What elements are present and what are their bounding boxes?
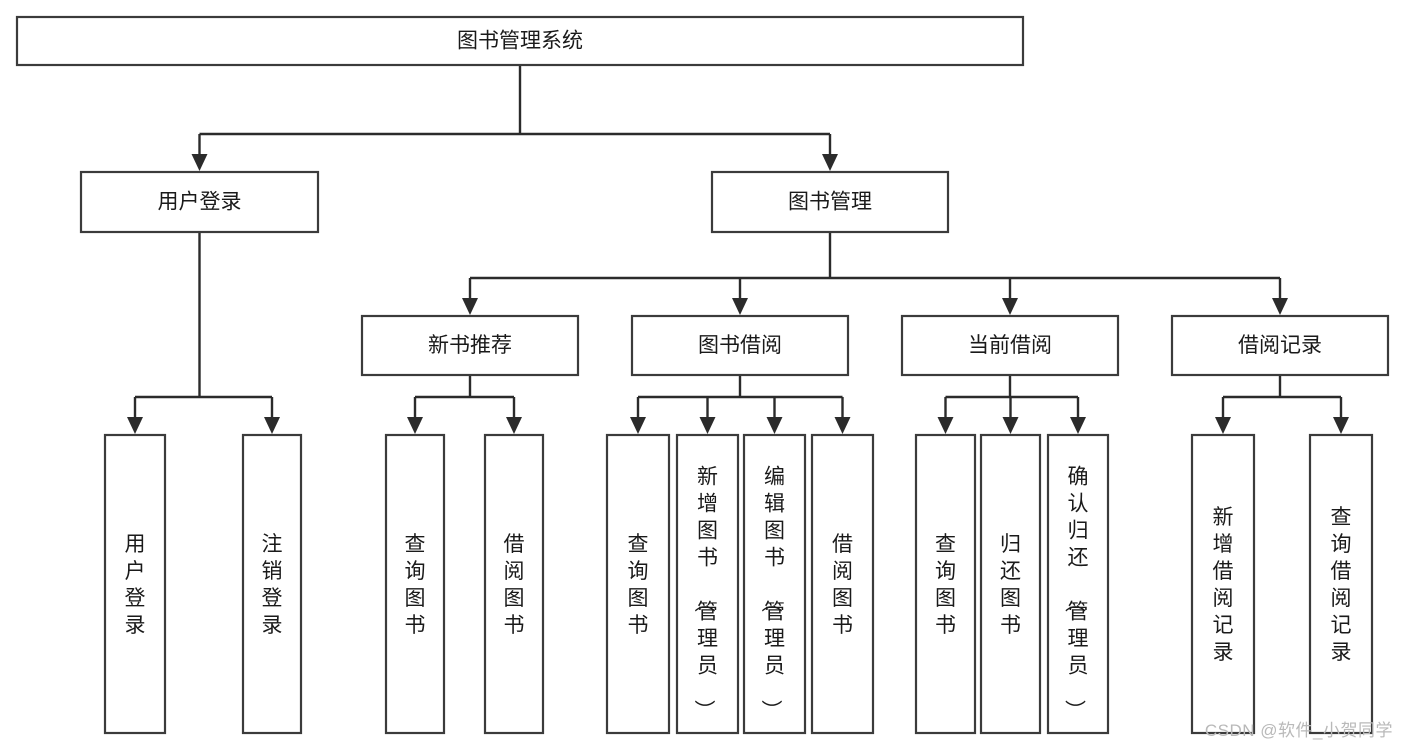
node-box-bookmgmt[interactable] (710, 170, 950, 234)
node-bookmgmt[interactable]: 图书管理 (710, 170, 950, 234)
node-leaf-borrow-edit[interactable]: 编辑图书（管理员） (742, 433, 807, 735)
node-leaf-rec-add[interactable]: 新增借阅记录 (1190, 433, 1256, 735)
node-label-leaf-borrow-edit: 编辑图书（管理员） (759, 466, 785, 721)
node-label-leaf-borrow-lend: 借阅图书 (832, 533, 853, 637)
node-box-leaf-cur-return[interactable] (979, 433, 1042, 735)
node-borrow[interactable]: 图书借阅 (630, 314, 850, 377)
node-box-newbook[interactable] (360, 314, 580, 377)
node-login[interactable]: 用户登录 (79, 170, 320, 234)
node-label-bookmgmt: 图书管理 (788, 191, 872, 214)
edge-group-root (191, 65, 838, 171)
node-current[interactable]: 当前借阅 (900, 314, 1120, 377)
node-box-login[interactable] (79, 170, 320, 234)
node-newbook[interactable]: 新书推荐 (360, 314, 580, 377)
node-box-leaf-cur-confirm[interactable] (1046, 433, 1110, 735)
node-box-borrow[interactable] (630, 314, 850, 377)
node-box-leaf-cur-query[interactable] (914, 433, 977, 735)
node-leaf-cur-return[interactable]: 归还图书 (979, 433, 1042, 735)
edge-group-current (937, 375, 1086, 434)
node-box-current[interactable] (900, 314, 1120, 377)
node-leaf-cur-query[interactable]: 查询图书 (914, 433, 977, 735)
node-box-leaf-rec-query[interactable] (1308, 433, 1374, 735)
node-label-leaf-rec-add: 新增借阅记录 (1213, 506, 1234, 664)
node-label-leaf-rec-query: 查询借阅记录 (1331, 506, 1352, 664)
node-box-leaf-borrow-add[interactable] (675, 433, 740, 735)
node-box-leaf-rec-add[interactable] (1190, 433, 1256, 735)
node-box-leaf-borrow-edit[interactable] (742, 433, 807, 735)
node-label-root: 图书管理系统 (457, 30, 583, 53)
node-label-borrow: 图书借阅 (698, 334, 782, 357)
node-label-leaf-cur-confirm: 确认归还（管理员） (1063, 466, 1089, 721)
node-box-leaf-new-borrow[interactable] (483, 433, 545, 735)
node-leaf-borrow-lend[interactable]: 借阅图书 (810, 433, 875, 735)
node-label-login: 用户登录 (158, 191, 242, 214)
node-label-leaf-new-query: 查询图书 (405, 533, 426, 637)
edge-group-borrow (630, 375, 851, 434)
node-leaf-new-borrow[interactable]: 借阅图书 (483, 433, 545, 735)
node-label-leaf-borrow-add: 新增图书（管理员） (692, 466, 718, 721)
nodes-layer: 图书管理系统用户登录图书管理新书推荐图书借阅当前借阅借阅记录用户登录注销登录查询… (15, 15, 1390, 735)
edge-group-login (127, 232, 280, 434)
node-box-leaf-user-login[interactable] (103, 433, 167, 735)
node-label-leaf-cur-return: 归还图书 (1000, 533, 1021, 637)
node-leaf-cur-confirm[interactable]: 确认归还（管理员） (1046, 433, 1110, 735)
node-leaf-new-query[interactable]: 查询图书 (384, 433, 446, 735)
node-root[interactable]: 图书管理系统 (15, 15, 1025, 67)
node-leaf-user-login[interactable]: 用户登录 (103, 433, 167, 735)
node-box-root[interactable] (15, 15, 1025, 67)
node-label-leaf-user-login: 用户登录 (125, 533, 146, 637)
node-records[interactable]: 借阅记录 (1170, 314, 1390, 377)
node-label-leaf-new-borrow: 借阅图书 (504, 533, 525, 637)
node-label-newbook: 新书推荐 (428, 334, 512, 357)
node-box-leaf-borrow-lend[interactable] (810, 433, 875, 735)
edges-layer (127, 65, 1349, 434)
node-leaf-user-logout[interactable]: 注销登录 (241, 433, 303, 735)
edge-group-newbook (407, 375, 522, 434)
node-label-leaf-cur-query: 查询图书 (935, 533, 956, 637)
node-leaf-borrow-add[interactable]: 新增图书（管理员） (675, 433, 740, 735)
node-label-records: 借阅记录 (1238, 334, 1322, 357)
node-leaf-rec-query[interactable]: 查询借阅记录 (1308, 433, 1374, 735)
node-box-records[interactable] (1170, 314, 1390, 377)
node-label-leaf-user-logout: 注销登录 (262, 533, 283, 637)
node-box-leaf-user-logout[interactable] (241, 433, 303, 735)
node-box-leaf-new-query[interactable] (384, 433, 446, 735)
node-label-leaf-borrow-query: 查询图书 (628, 533, 649, 637)
node-leaf-borrow-query[interactable]: 查询图书 (605, 433, 671, 735)
edge-group-records (1215, 375, 1349, 434)
node-label-current: 当前借阅 (968, 334, 1052, 357)
node-box-leaf-borrow-query[interactable] (605, 433, 671, 735)
edge-group-bookmgmt (462, 232, 1288, 315)
